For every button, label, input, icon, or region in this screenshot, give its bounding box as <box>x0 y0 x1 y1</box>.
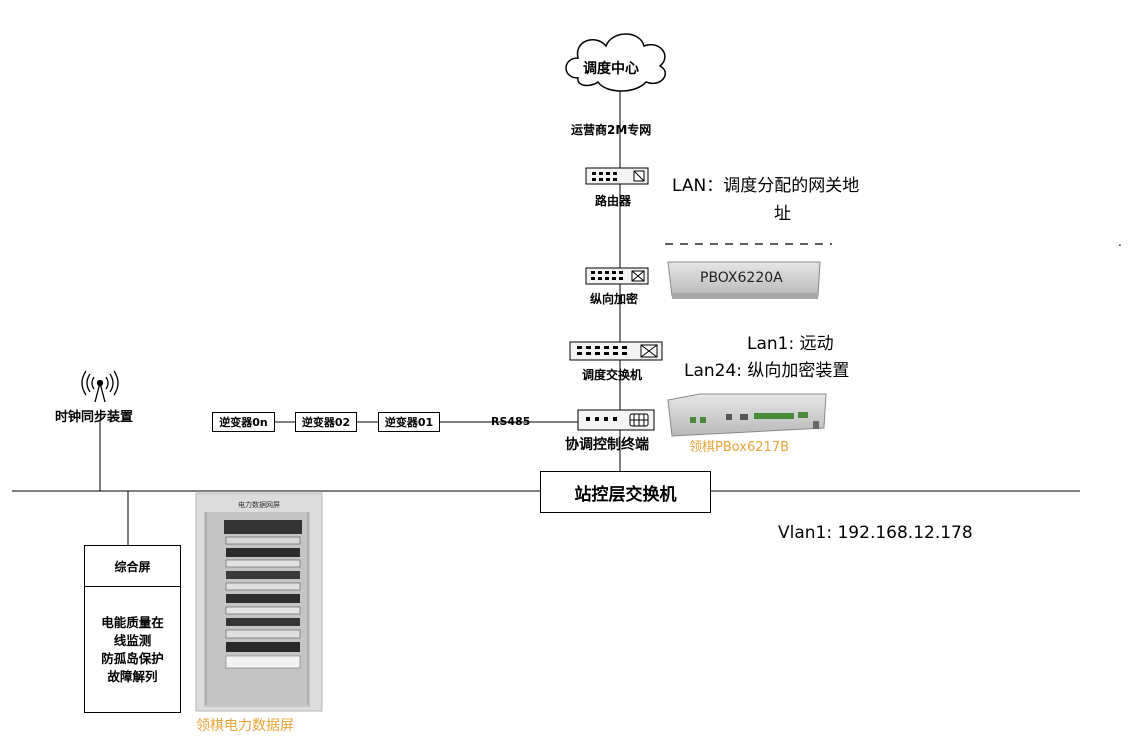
router-label: 路由器 <box>595 194 632 208</box>
rs485-label: RS485 <box>491 415 531 428</box>
cabinet-photo <box>195 492 323 712</box>
pbox6217b-device <box>667 393 827 437</box>
encryptor-icon <box>585 267 649 285</box>
encryptor-label: 纵向加密 <box>590 292 639 306</box>
dispatch-switch-icon <box>569 341 663 361</box>
cabinet-label: 领棋电力数据屏 <box>196 718 294 734</box>
panel-function-1: 电能质量在 <box>101 614 164 630</box>
router-note-line2: 址 <box>774 204 791 224</box>
antenna-icon <box>81 370 119 403</box>
pbox6220a-device <box>667 261 821 299</box>
dispatch-switch-note-line2: Lan24: 纵向加密装置 <box>684 361 850 381</box>
vlan-label: Vlan1: 192.168.12.178 <box>778 523 973 543</box>
panel-title-box: 综合屏 <box>84 545 181 587</box>
terminal-icon <box>577 409 655 431</box>
router-note-line1: LAN：调度分配的网关地 <box>672 176 860 196</box>
network-label: 运营商2M专网 <box>571 123 652 137</box>
dispatch-center-label: 调度中心 <box>583 61 639 77</box>
terminal-label: 协调控制终端 <box>565 437 649 453</box>
panel-function-2: 线监测 <box>113 632 152 648</box>
cabinet-header: 电力数据网屏 <box>238 500 280 509</box>
pbox6217b-label: 领棋PBox6217B <box>689 440 790 455</box>
stray-dot: . <box>1118 235 1122 249</box>
router-icon <box>585 167 649 185</box>
dispatch-switch-label: 调度交换机 <box>582 368 643 382</box>
panel-functions-box: 电能质量在 线监测 防孤岛保护 故障解列 <box>84 586 181 713</box>
panel-function-3: 防孤岛保护 <box>101 650 164 666</box>
panel-function-4: 故障解列 <box>107 668 158 684</box>
inverter-0n-box: 逆变器0n <box>212 412 275 432</box>
station-switch-box: 站控层交换机 <box>540 471 711 513</box>
clock-sync-label: 时钟同步装置 <box>55 410 134 425</box>
inverter-02-box: 逆变器02 <box>295 412 357 432</box>
inverter-01-box: 逆变器01 <box>378 412 440 432</box>
dispatch-switch-note-line1: Lan1: 远动 <box>747 334 834 354</box>
cloud-icon <box>565 33 666 92</box>
pbox6220a-label: PBOX6220A <box>700 270 783 286</box>
